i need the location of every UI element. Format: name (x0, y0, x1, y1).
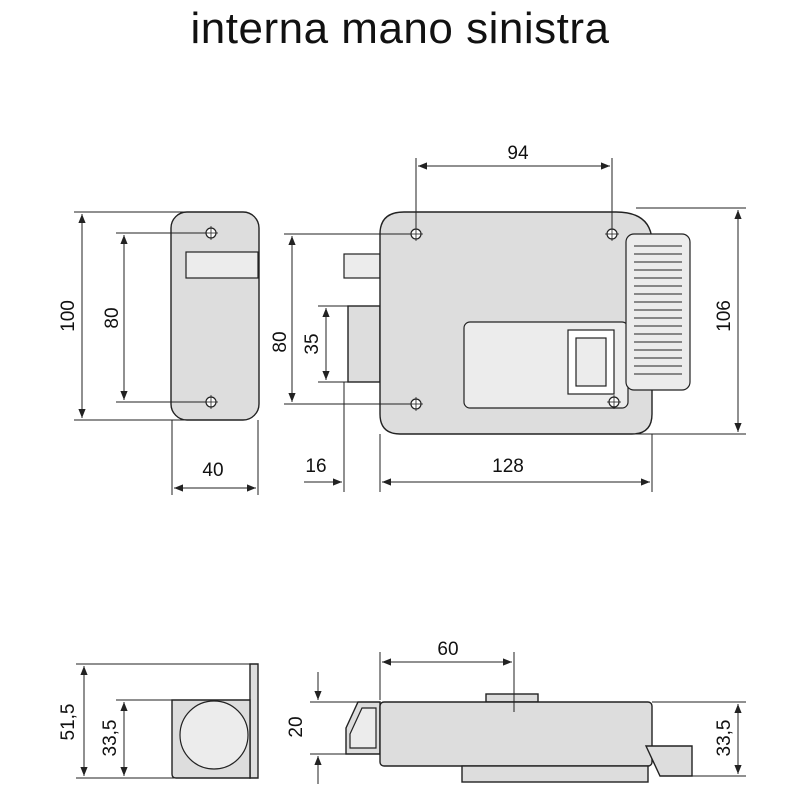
strike-slot (185, 251, 259, 279)
dim-94: 94 (507, 143, 529, 164)
dim-80-body: 80 (270, 331, 291, 352)
dim-33-5-body: 33,5 (714, 720, 735, 757)
side-housing (379, 701, 653, 767)
dim-16: 16 (305, 456, 326, 477)
dim-33-5-strike: 33,5 (100, 720, 121, 757)
lock-body-front (343, 211, 691, 435)
latch-bolt (343, 253, 381, 279)
dim-128: 128 (492, 456, 524, 477)
dead-bolt (347, 305, 381, 383)
strike-dimensions (74, 211, 259, 495)
side-button (644, 745, 693, 777)
button-ribs (634, 245, 682, 375)
dim-60: 60 (437, 639, 458, 660)
dim-100: 100 (58, 300, 79, 332)
dim-51-5: 51,5 (58, 704, 79, 741)
dim-35: 35 (302, 333, 323, 354)
dim-106: 106 (714, 300, 735, 332)
dim-40: 40 (202, 460, 223, 481)
dim-80-strike: 80 (102, 307, 123, 328)
drawing-title: interna mano sinistra (190, 4, 610, 53)
body-dimensions (284, 158, 746, 492)
lock-side-view (310, 652, 746, 784)
dim-20: 20 (286, 716, 307, 737)
strike-plate (170, 211, 260, 421)
strike-side-view (76, 663, 259, 779)
release-button (625, 233, 691, 391)
